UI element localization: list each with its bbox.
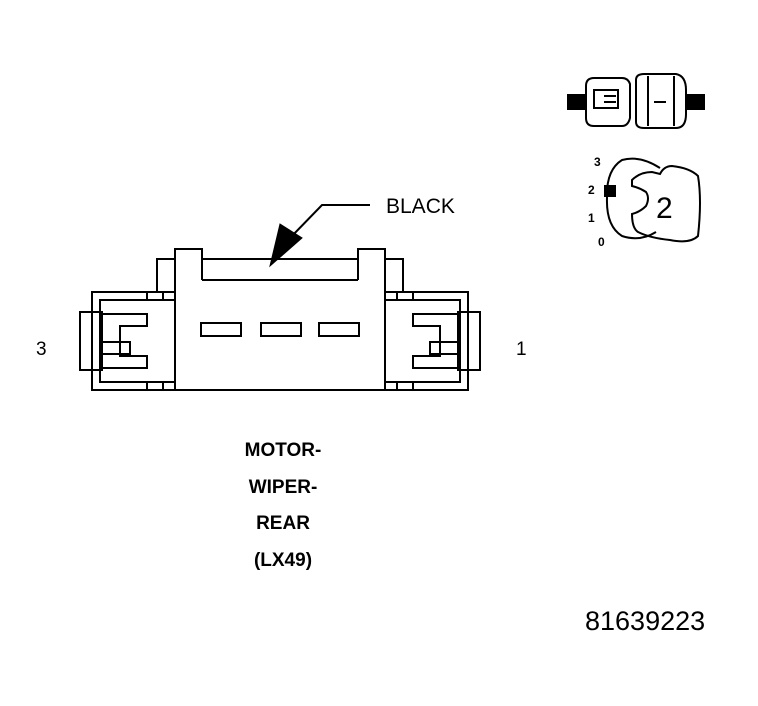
connector-name-line-4: (LX49) <box>253 550 313 571</box>
wire-color-label: BLACK <box>386 195 455 218</box>
connector-name-line-1: MOTOR- <box>244 440 322 461</box>
key-position-0: 0 <box>598 235 605 249</box>
connector-name-line-3: REAR <box>256 513 310 534</box>
connector-side-icon <box>567 73 705 129</box>
connector-name-line-2: WIPER- <box>248 477 318 498</box>
key-position-3: 3 <box>594 155 601 169</box>
terminal-cavity-3 <box>200 322 242 337</box>
terminal-cavity-2 <box>260 322 302 337</box>
key-position-icon <box>604 157 701 243</box>
leader-arrow <box>289 204 370 239</box>
key-position-1: 1 <box>588 211 595 225</box>
key-position-2: 2 <box>588 183 595 197</box>
arrowhead <box>269 223 303 268</box>
connector-face <box>79 248 481 391</box>
pin-label-left: 3 <box>36 339 47 360</box>
terminal-cavity-1 <box>318 322 360 337</box>
pin-label-right: 1 <box>516 339 527 360</box>
key-selected-position: 2 <box>656 192 673 225</box>
figure-number: 81639223 <box>585 606 706 636</box>
